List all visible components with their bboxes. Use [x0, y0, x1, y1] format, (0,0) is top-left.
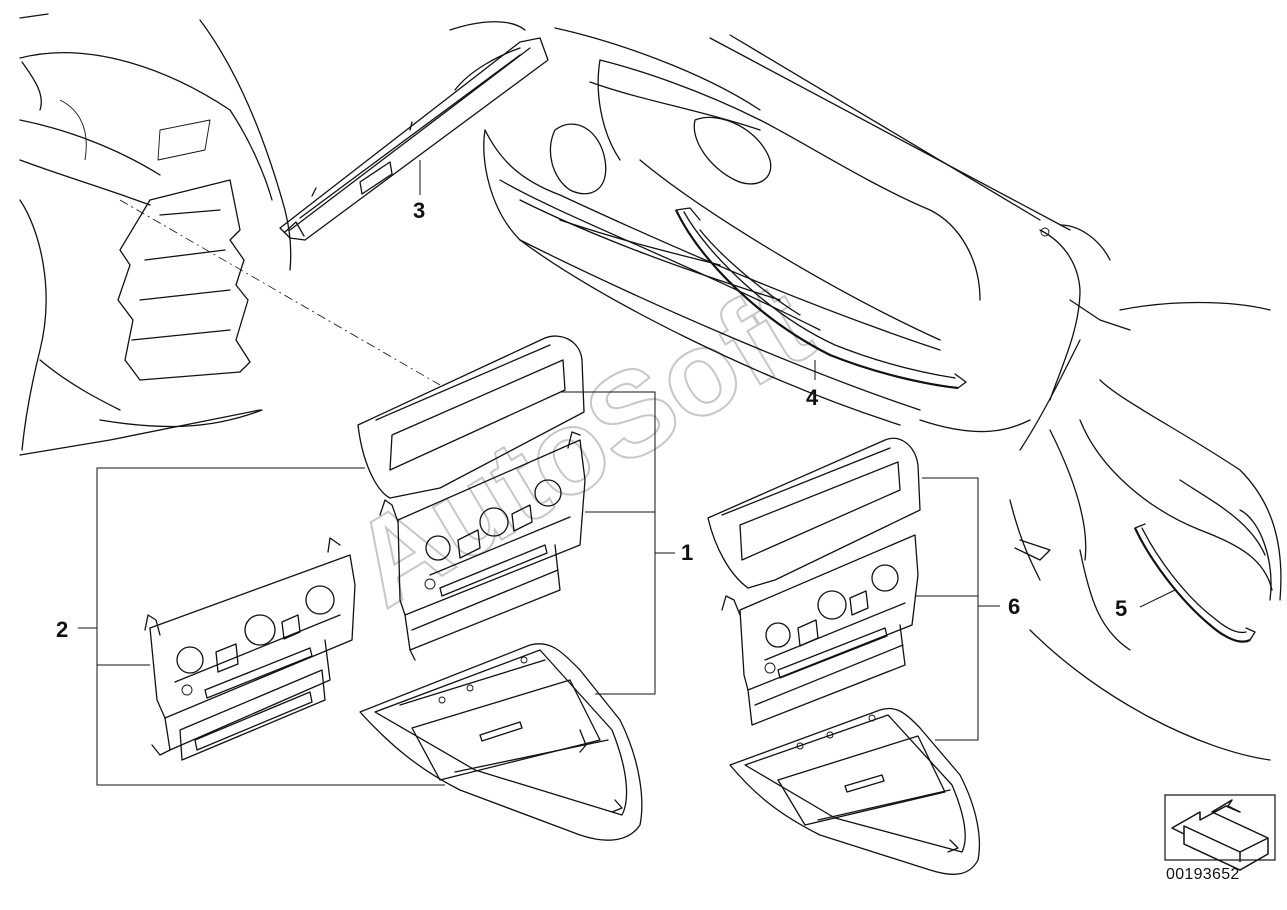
rear-door-illustration [1009, 301, 1282, 761]
callout-4: 4 [806, 385, 819, 410]
part-5-rear-door-trim [1134, 523, 1256, 643]
callout-3: 3 [413, 198, 425, 223]
door-panel-illustration [483, 27, 1131, 433]
part-3-trim-strip [279, 21, 549, 241]
dashboard-illustration [19, 13, 292, 456]
drawing-number: 00193652 [1166, 866, 1240, 883]
part-2-control-panel [144, 537, 356, 761]
part-4-door-trim [675, 207, 967, 390]
callout-5: 5 [1115, 596, 1127, 621]
part-1-console-set [357, 335, 643, 841]
callout-2: 2 [56, 617, 68, 642]
callout-1: 1 [681, 540, 693, 565]
callout-6: 6 [1008, 594, 1020, 619]
orientation-arrow-icon [1164, 794, 1276, 871]
part-6-console-set [707, 437, 981, 875]
